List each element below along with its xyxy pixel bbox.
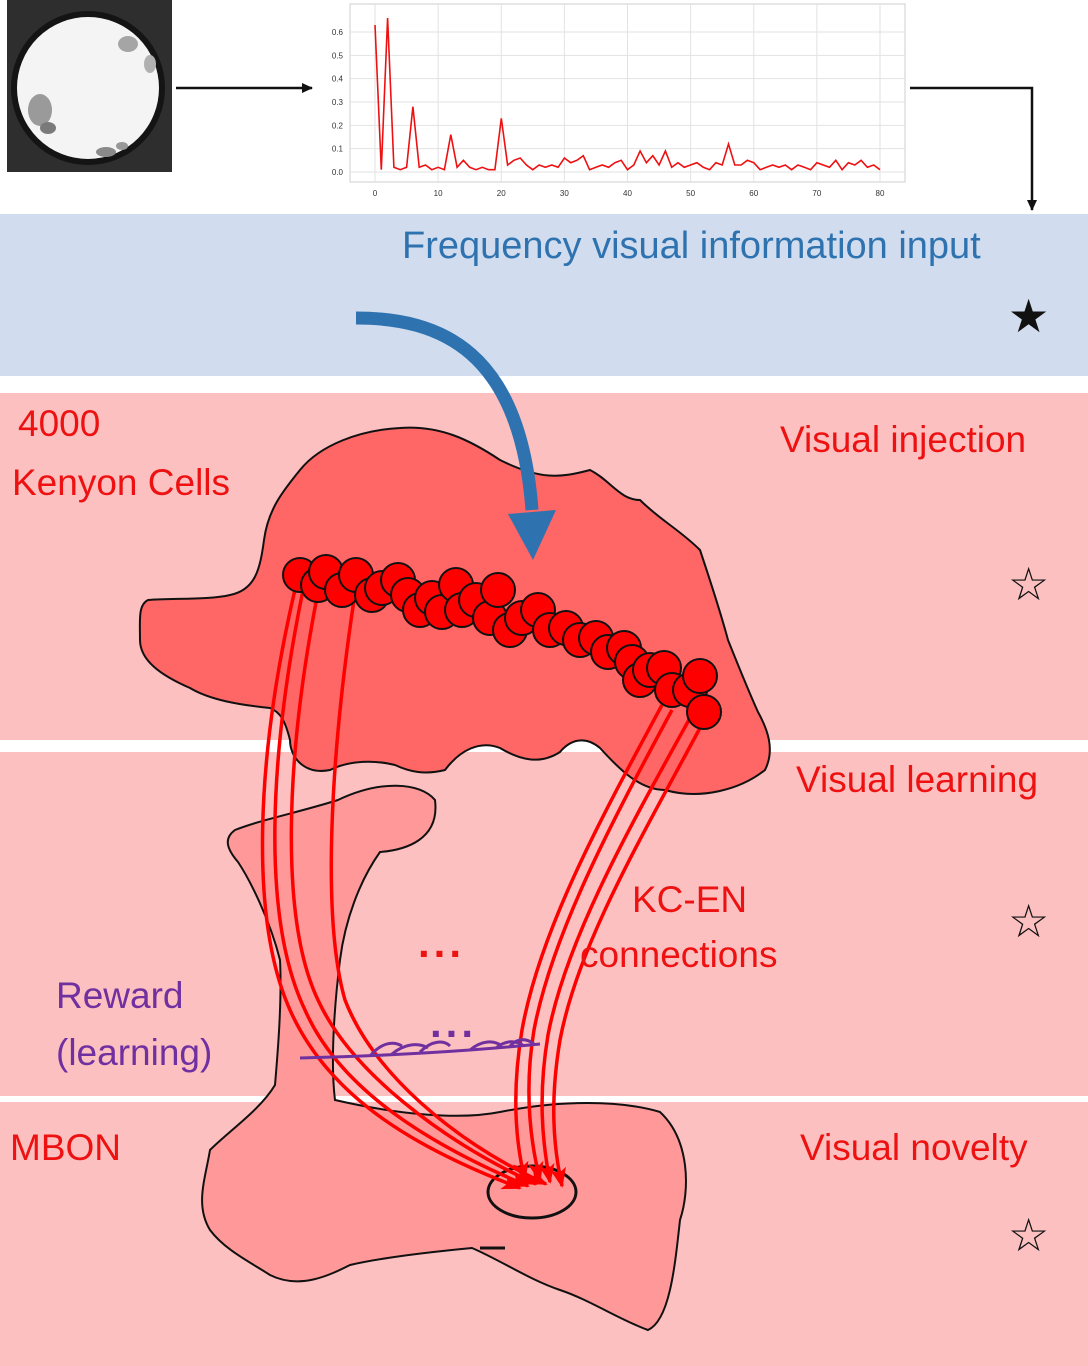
purple-ellipsis: ... [430, 1000, 477, 1046]
chart-y-tick-label: 0.3 [332, 98, 344, 107]
mbon-label: MBON [10, 1128, 121, 1169]
chart-x-tick-label: 40 [623, 189, 632, 198]
chart-y-tick-label: 0.0 [332, 168, 344, 177]
chart-x-tick-label: 30 [560, 189, 569, 198]
kenyon-cell [683, 659, 717, 693]
white-star-icon: ☆ [1008, 561, 1049, 607]
connections-label-line1: KC-EN [632, 880, 747, 921]
connections-label-line2: connections [580, 935, 777, 976]
chart-x-tick-label: 0 [373, 189, 378, 198]
chart-x-tick-label: 10 [434, 189, 443, 198]
input-title: Frequency visual information input [402, 226, 981, 268]
chart-x-tick-label: 20 [497, 189, 506, 198]
black-star-icon: ★ [1008, 293, 1049, 339]
chart-x-tick-label: 50 [686, 189, 695, 198]
chart-x-tick-label: 80 [876, 189, 885, 198]
frequency-chart: 0 10 20 30 40 50 60 70 80 0.0 0.1 0.2 0.3 0.4 0.5 0.6 [308, 0, 908, 198]
chart-x-tick-label: 60 [749, 189, 758, 198]
stage-injection-label: Visual injection [780, 420, 1026, 461]
chart-y-tick-label: 0.6 [332, 28, 344, 37]
chart-x-tick-label: 70 [812, 189, 821, 198]
reward-input-line [300, 1040, 540, 1058]
kc-count-label: 4000 [18, 404, 100, 445]
kenyon-cell [481, 573, 515, 607]
camera-image [7, 0, 172, 172]
reward-label-line2: (learning) [56, 1033, 212, 1074]
chart-y-tick-label: 0.4 [332, 75, 344, 84]
stage-learning-label: Visual learning [796, 760, 1038, 801]
chart-y-tick-label: 0.5 [332, 51, 344, 60]
kc-name-label: Kenyon Cells [12, 463, 230, 504]
stage-novelty-label: Visual novelty [800, 1128, 1028, 1169]
reward-label-line1: Reward [56, 976, 184, 1017]
white-star-icon: ☆ [1008, 1212, 1049, 1258]
kenyon-cell [687, 695, 721, 729]
chart-to-input-arrow [910, 88, 1032, 210]
red-ellipsis: ... [418, 920, 465, 966]
chart-y-tick-label: 0.2 [332, 121, 344, 130]
white-star-icon: ☆ [1008, 898, 1049, 944]
chart-y-tick-label: 0.1 [332, 145, 344, 154]
